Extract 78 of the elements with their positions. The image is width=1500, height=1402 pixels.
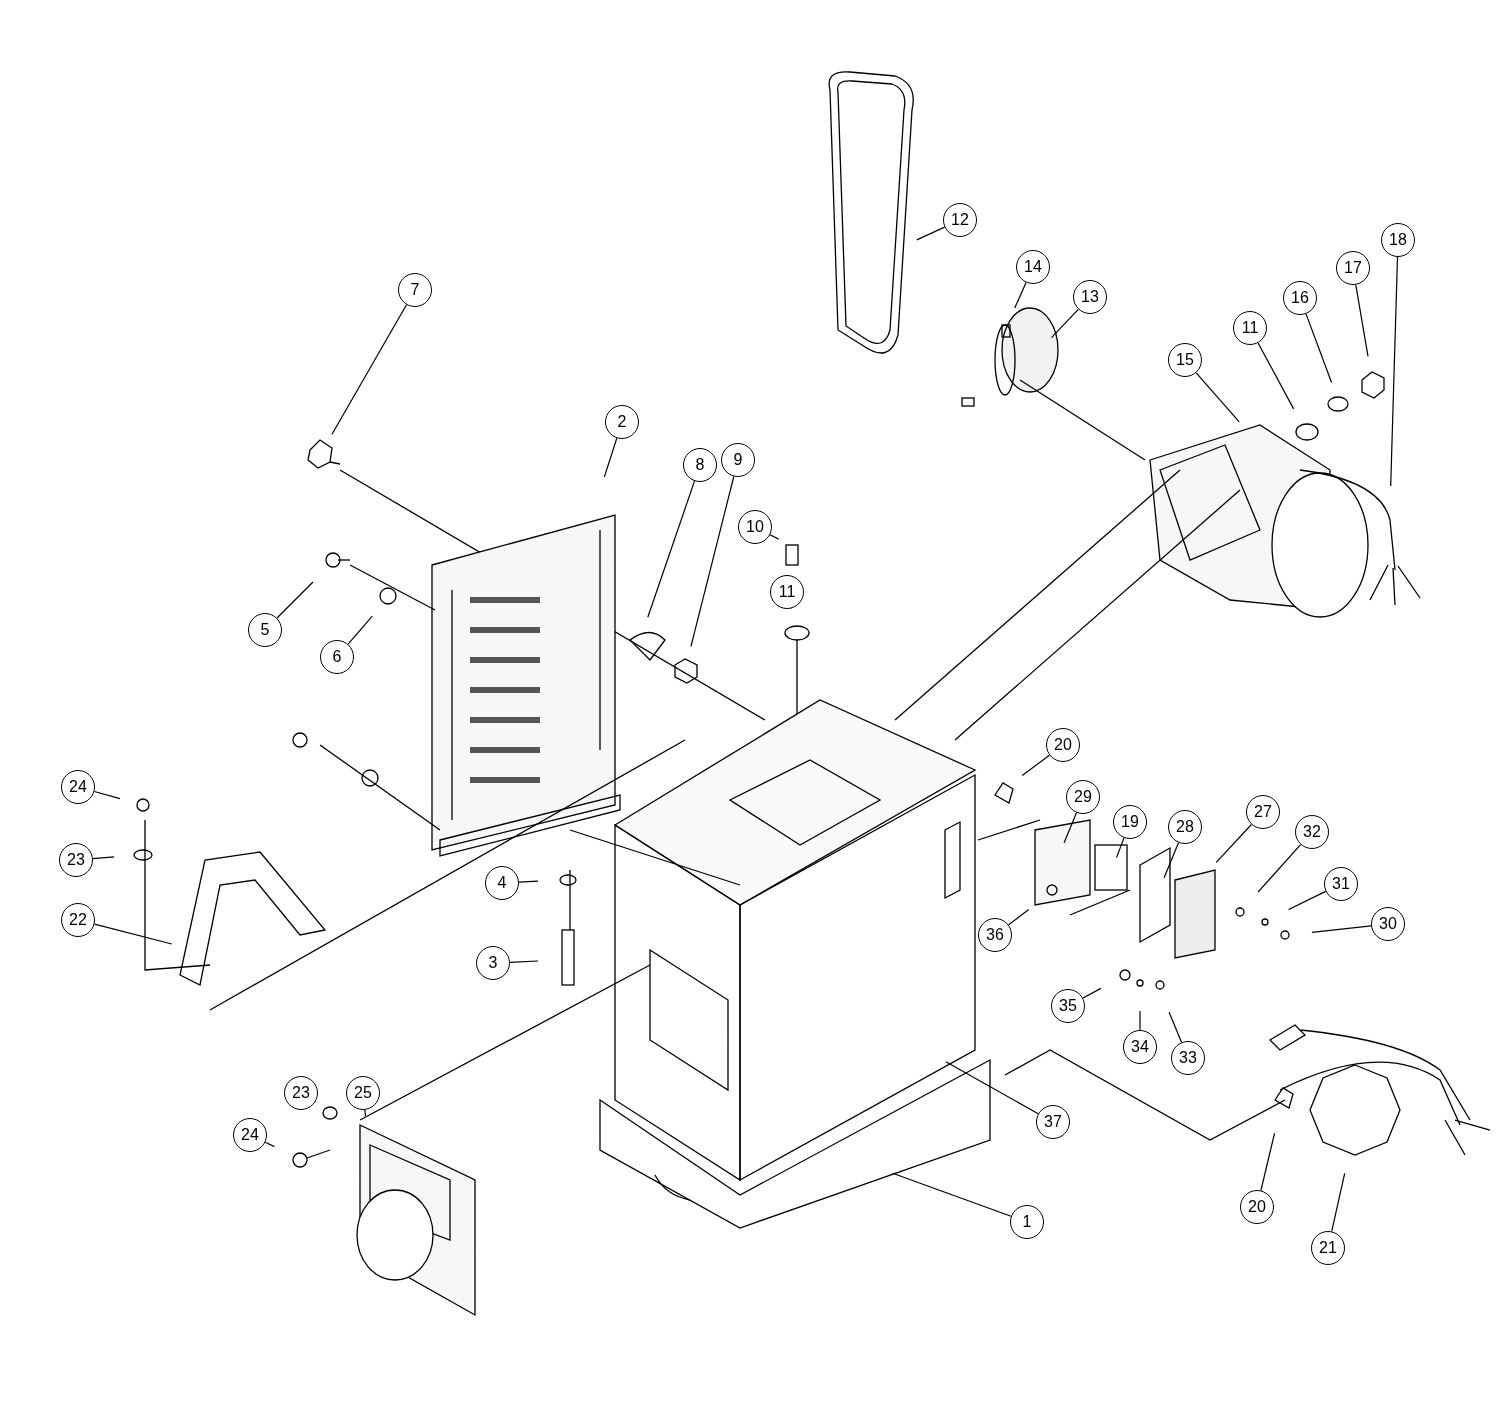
- leader-line: [1331, 1172, 1346, 1232]
- leader-line: [1115, 837, 1125, 859]
- leader-line: [518, 880, 539, 883]
- leader-line: [1311, 925, 1372, 933]
- callout-number: 20: [1046, 728, 1080, 762]
- callout-number: 4: [485, 866, 519, 900]
- leader-line: [1014, 281, 1027, 309]
- callout-number: 32: [1295, 815, 1329, 849]
- callout-number: 6: [320, 640, 354, 674]
- leader-line: [1139, 1010, 1141, 1031]
- leader-line: [1195, 372, 1240, 423]
- callout-number: 9: [721, 443, 755, 477]
- leader-line: [1305, 313, 1333, 384]
- callout-number: 1: [1010, 1205, 1044, 1239]
- leader-line: [1063, 812, 1078, 844]
- callout-number: 18: [1381, 223, 1415, 257]
- leader-line: [1260, 1132, 1276, 1192]
- callout-number: 31: [1324, 867, 1358, 901]
- leader-line: [769, 534, 780, 540]
- leader-line: [1008, 908, 1030, 926]
- callout-number: 35: [1051, 989, 1085, 1023]
- leader-line: [1257, 342, 1295, 410]
- leader-line: [1288, 890, 1327, 911]
- callout-number: 13: [1073, 280, 1107, 314]
- callout-number: 2: [605, 405, 639, 439]
- leader-line: [603, 437, 618, 478]
- leader-line: [364, 1109, 367, 1117]
- callout-number: 24: [233, 1118, 267, 1152]
- leader-line: [1050, 308, 1079, 339]
- leader-line: [690, 475, 735, 648]
- callout-number: 23: [59, 843, 93, 877]
- callout-number: 14: [1016, 250, 1050, 284]
- callout-number: 23: [284, 1076, 318, 1110]
- callout-number: 20: [1240, 1190, 1274, 1224]
- callout-number: 25: [346, 1076, 380, 1110]
- leader-line: [647, 480, 696, 618]
- leader-line: [276, 581, 314, 619]
- leader-line: [1215, 823, 1252, 863]
- callout-number: 36: [978, 918, 1012, 952]
- callout-number: 21: [1311, 1231, 1345, 1265]
- callout-number: 29: [1066, 780, 1100, 814]
- callout-number: 37: [1036, 1105, 1070, 1139]
- leader-line: [1355, 284, 1369, 357]
- callout-number: 7: [398, 273, 432, 307]
- leader-line: [1163, 842, 1180, 879]
- leader-line: [264, 1141, 275, 1148]
- callout-number: 11: [770, 575, 804, 609]
- leader-line: [1168, 1011, 1183, 1043]
- callout-number: 5: [248, 613, 282, 647]
- leader-line: [347, 615, 373, 645]
- leader-line: [1021, 754, 1050, 777]
- callout-number: 22: [61, 903, 95, 937]
- callout-number: 16: [1283, 281, 1317, 315]
- leader-line: [93, 790, 121, 800]
- callout-number: 19: [1113, 805, 1147, 839]
- leader-line: [945, 1061, 1039, 1115]
- leader-line: [1082, 987, 1102, 999]
- leader-line: [331, 304, 408, 435]
- callout-number: 10: [738, 510, 772, 544]
- callout-number: 30: [1371, 907, 1405, 941]
- callout-number: 33: [1171, 1041, 1205, 1075]
- callout-number: 24: [61, 770, 95, 804]
- leader-line: [509, 960, 539, 963]
- leader-line: [1390, 256, 1399, 487]
- callout-number: 3: [476, 946, 510, 980]
- leader-line: [892, 1172, 1012, 1217]
- leader-line: [1257, 844, 1302, 893]
- callout-number: 34: [1123, 1030, 1157, 1064]
- leader-line: [916, 226, 946, 241]
- leader-line: [92, 856, 115, 860]
- callout-number: 28: [1168, 810, 1202, 844]
- callout-number: 17: [1336, 251, 1370, 285]
- callout-number: 11: [1233, 311, 1267, 345]
- callout-number: 27: [1246, 795, 1280, 829]
- leader-line: [93, 923, 173, 945]
- callout-number: 8: [683, 448, 717, 482]
- callout-number: 12: [943, 203, 977, 237]
- callout-number: 15: [1168, 343, 1202, 377]
